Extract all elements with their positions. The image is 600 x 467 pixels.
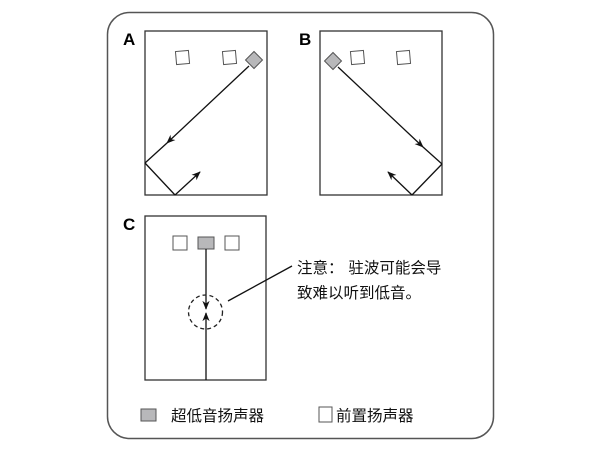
sound-path [422, 146, 443, 165]
panel-c-label: C [123, 215, 135, 234]
subwoofer [197, 236, 215, 250]
subwoofer-legend-label: 超低音扬声器 [171, 407, 265, 425]
front-speaker-right [395, 49, 412, 66]
front-speaker-legend-icon [318, 406, 333, 423]
front-speaker-left [172, 235, 188, 251]
standing-wave-zone [187, 294, 224, 330]
sound-path [144, 142, 168, 164]
room-a [144, 30, 268, 196]
front-speaker-left [349, 49, 366, 66]
front-speaker-legend-label: 前置扬声器 [336, 407, 414, 425]
sound-path [166, 65, 250, 144]
front-speaker-right [224, 235, 240, 251]
panel-a: A [123, 30, 268, 196]
sound-path [387, 171, 413, 196]
standing-wave-note-line2: 致难以听到低音。 [297, 284, 421, 302]
callout-line [227, 265, 293, 302]
panel-b: B [299, 30, 443, 196]
front-speaker-left [174, 49, 191, 66]
sound-path [144, 162, 176, 196]
standing-wave-note-line1: 注意： 驻波可能会导 [297, 258, 441, 277]
room-b [319, 30, 443, 196]
subwoofer [323, 51, 343, 71]
front-speaker-right [221, 49, 238, 66]
panel-b-label: B [299, 30, 311, 49]
subwoofer [244, 50, 264, 70]
legend: 超低音扬声器 前置扬声器 [140, 406, 414, 425]
outer-frame [106, 11, 495, 440]
panel-a-label: A [123, 30, 135, 49]
sound-path [174, 171, 201, 196]
subwoofer-legend-icon [140, 408, 157, 422]
panel-c: C [123, 215, 293, 381]
sound-path [337, 66, 424, 148]
sound-path [411, 163, 443, 196]
